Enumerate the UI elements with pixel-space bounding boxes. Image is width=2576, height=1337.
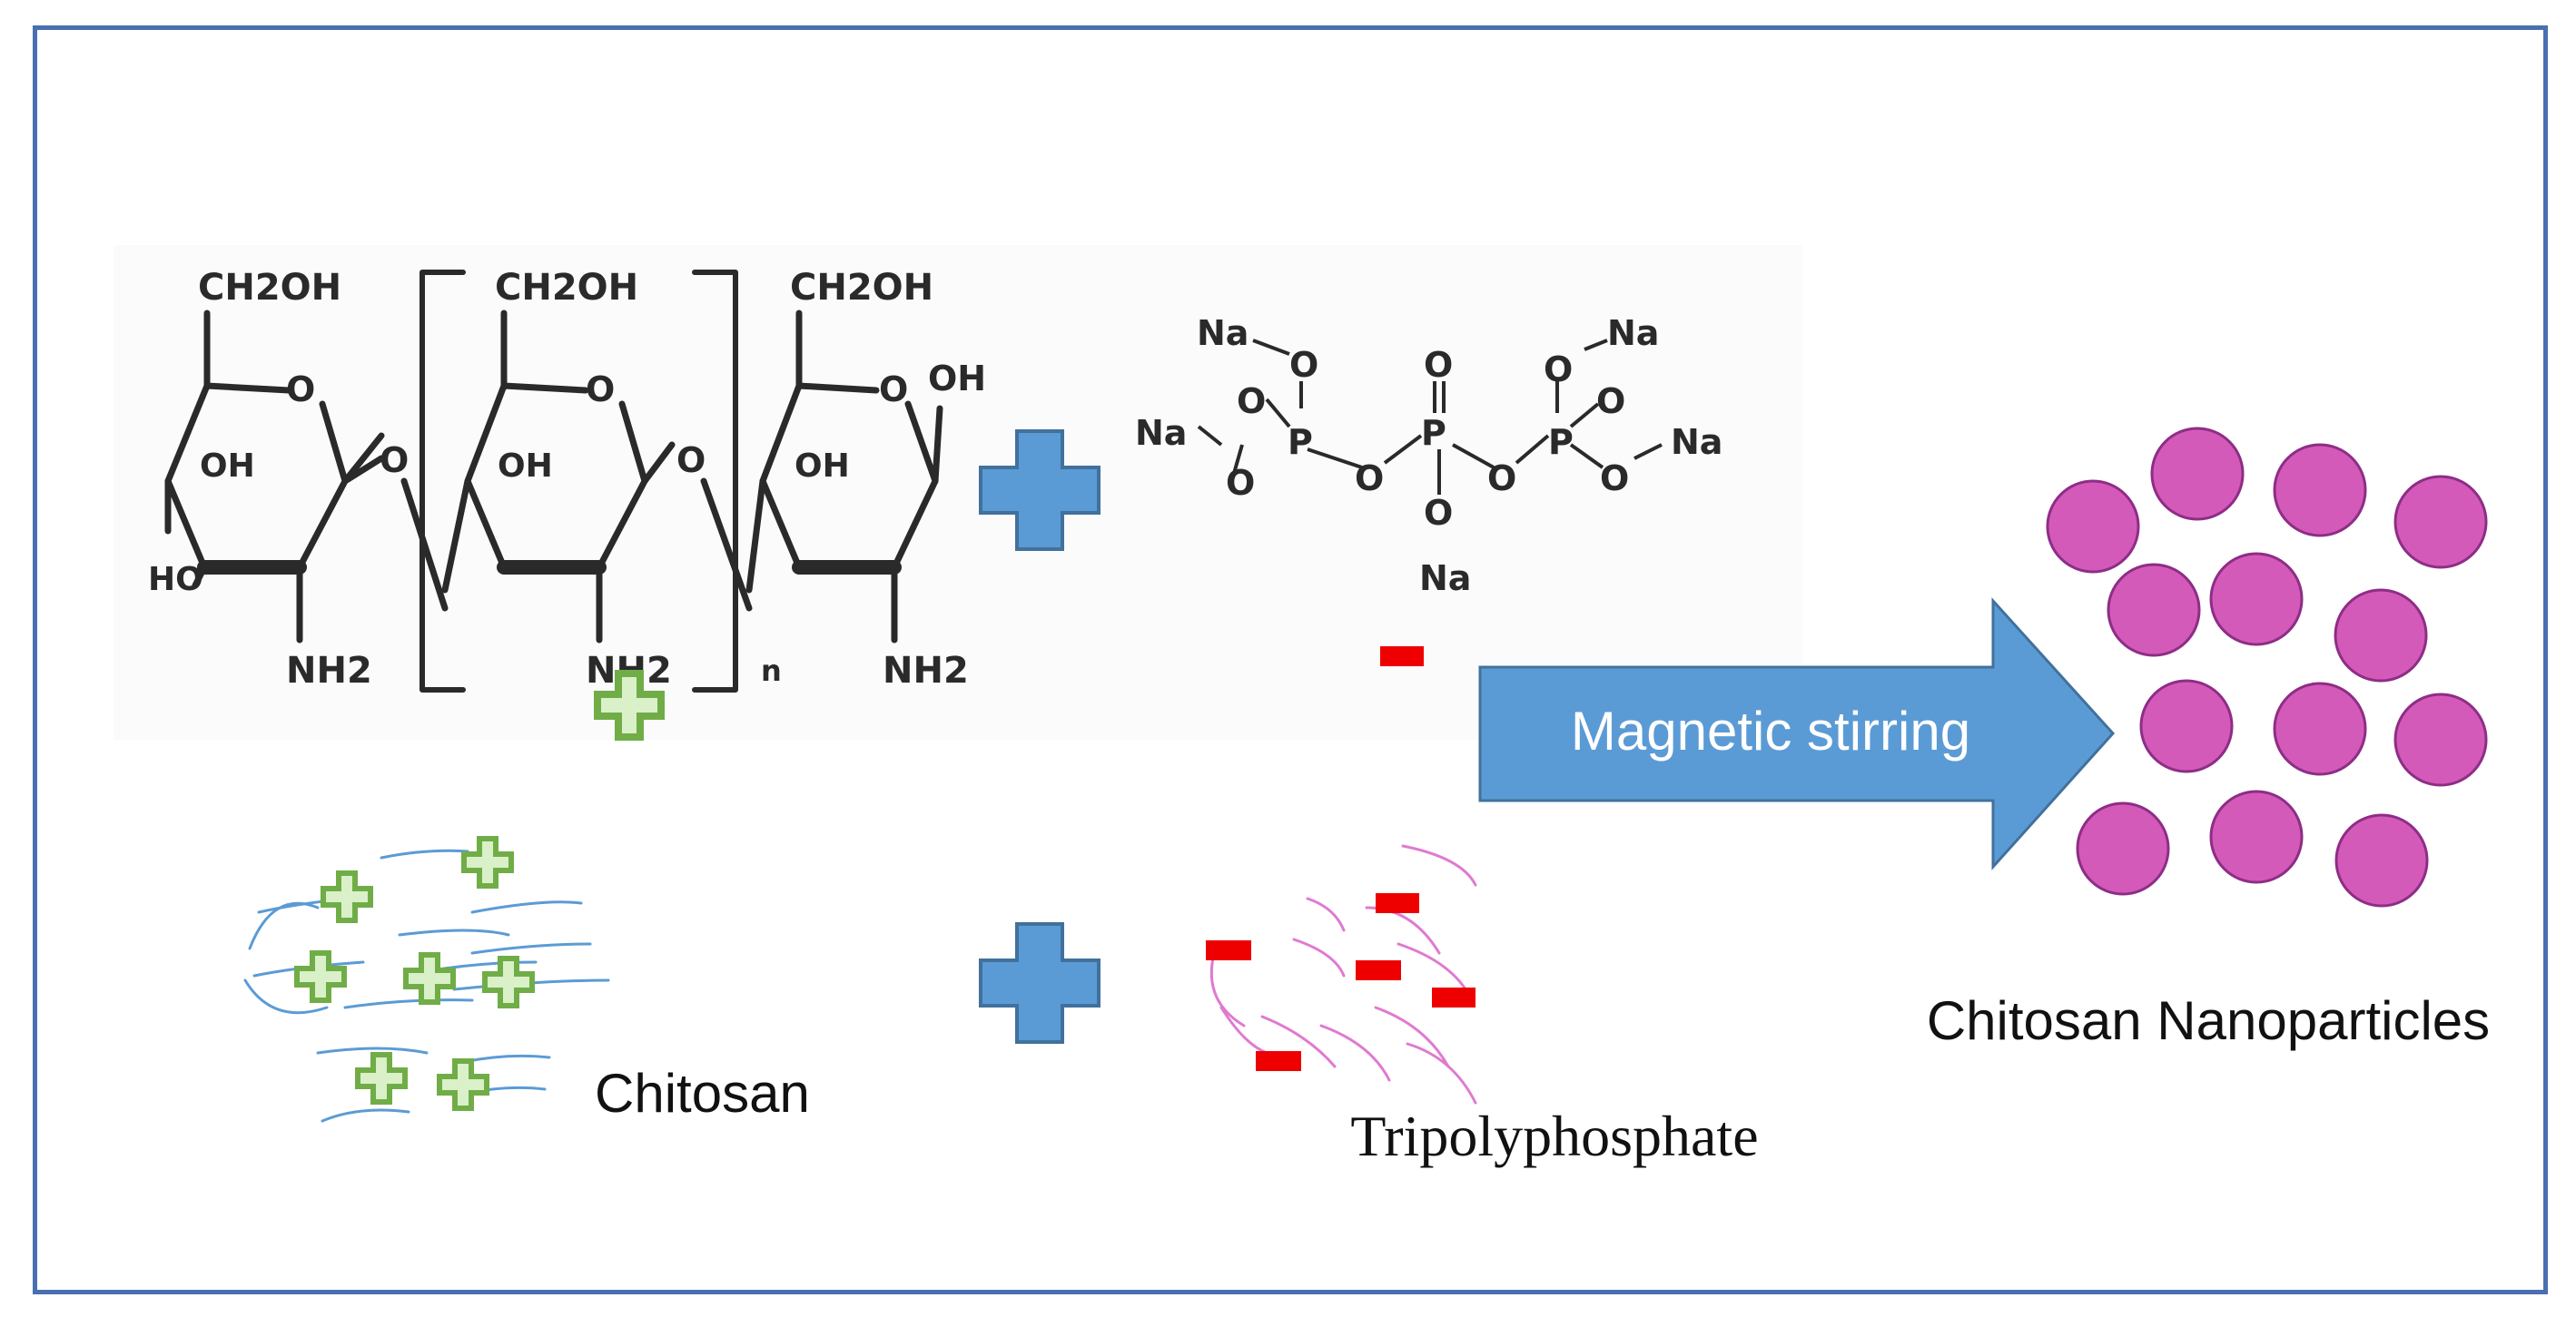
negative-charge-icon (1356, 960, 1401, 980)
repeat-n-label: n (761, 654, 782, 688)
positive-charge-icon (294, 950, 347, 1003)
chitosan-label: Chitosan (595, 1063, 810, 1124)
chitosan-structure (164, 270, 943, 693)
chitosan-labels: CH2OH CH2OH CH2OH O O O OH OH OH OH HO N… (148, 267, 986, 692)
o-label-8: O (1544, 349, 1573, 389)
nanoparticle-cluster (2046, 427, 2488, 908)
nanoparticle (2393, 475, 2488, 569)
o-label-3: O (1226, 463, 1255, 503)
nanoparticle (2046, 479, 2140, 574)
negative-charge-icon (1432, 988, 1476, 1008)
nh2-label-3: NH2 (883, 650, 969, 692)
ring-o-label-3: O (879, 369, 908, 409)
na-label-3: Na (1607, 313, 1659, 353)
positive-charge-icon (461, 836, 514, 889)
negative-charge-icon (1206, 940, 1251, 960)
o-label-7: O (1487, 458, 1516, 498)
tpp-labels: Na Na Na Na Na P P P O O O O O O O O O O (1135, 313, 1722, 598)
nanoparticle (2334, 813, 2429, 908)
arrow-label: Magnetic stirring (1571, 701, 1970, 762)
p-label-1: P (1288, 422, 1313, 462)
link-o-label-2: O (676, 440, 706, 480)
na-label-5: Na (1419, 558, 1471, 598)
magnetic-stirring-arrow: Magnetic stirring (1478, 597, 2116, 870)
na-label-1: Na (1197, 313, 1249, 353)
nh2-label-1: NH2 (286, 650, 372, 692)
na-label-4: Na (1671, 422, 1722, 462)
o-label-4: O (1355, 458, 1384, 498)
negative-charge-icon (1376, 893, 1419, 913)
o-label-5: O (1424, 345, 1453, 385)
ch2oh-label-1: CH2OH (198, 267, 341, 309)
o-label-9: O (1596, 381, 1625, 421)
plus-icon (979, 429, 1100, 551)
o-label-2: O (1237, 381, 1266, 421)
o-label-1: O (1289, 345, 1318, 385)
nanoparticle (2334, 588, 2428, 683)
positive-charge-icon (482, 956, 535, 1008)
positive-charge-icon (403, 952, 456, 1005)
plus-icon (979, 922, 1100, 1044)
negative-charge-icon (1380, 646, 1424, 666)
oh-label-4: OH (928, 359, 986, 398)
tpp-strands (1209, 844, 1477, 1105)
oh-label-3: OH (795, 447, 850, 485)
chitosan-positive-charges (294, 836, 535, 1111)
nanoparticle (2209, 790, 2304, 884)
ch2oh-label-2: CH2OH (495, 267, 638, 309)
nanoparticle (2076, 801, 2170, 896)
p-label-3: P (1548, 422, 1574, 462)
positive-charge-icon (355, 1052, 408, 1105)
tripolyphosphate-label: Tripolyphosphate (1350, 1104, 1758, 1168)
ring-o-label-2: O (586, 369, 615, 409)
o-label-6: O (1424, 493, 1453, 533)
nanoparticle (2209, 552, 2304, 646)
positive-charge-icon (594, 670, 665, 741)
oh-label-1: OH (200, 447, 255, 485)
nanoparticle (2150, 427, 2245, 521)
oh-label-2: OH (498, 447, 553, 485)
nanoparticle (2107, 563, 2201, 657)
nanoparticles-label: Chitosan Nanoparticles (1927, 990, 2490, 1051)
p-label-2: P (1421, 413, 1446, 453)
ch2oh-label-3: CH2OH (790, 267, 933, 309)
o-label-10: O (1600, 458, 1629, 498)
nanoparticle (2139, 679, 2234, 773)
positive-charge-icon (437, 1058, 489, 1111)
nanoparticle (2273, 682, 2367, 776)
tpp-structure (1197, 339, 1663, 495)
nanoparticle (2393, 693, 2488, 787)
ring-o-label-1: O (286, 369, 315, 409)
tpp-negative-charges (1206, 893, 1476, 1071)
negative-charge-icon (1256, 1051, 1301, 1071)
link-o-label-1: O (380, 440, 409, 480)
structure-panel (114, 245, 1802, 740)
ho-label: HO (148, 561, 203, 598)
nanoparticle (2273, 443, 2367, 537)
positive-charge-icon (321, 870, 373, 923)
na-label-2: Na (1135, 413, 1187, 453)
